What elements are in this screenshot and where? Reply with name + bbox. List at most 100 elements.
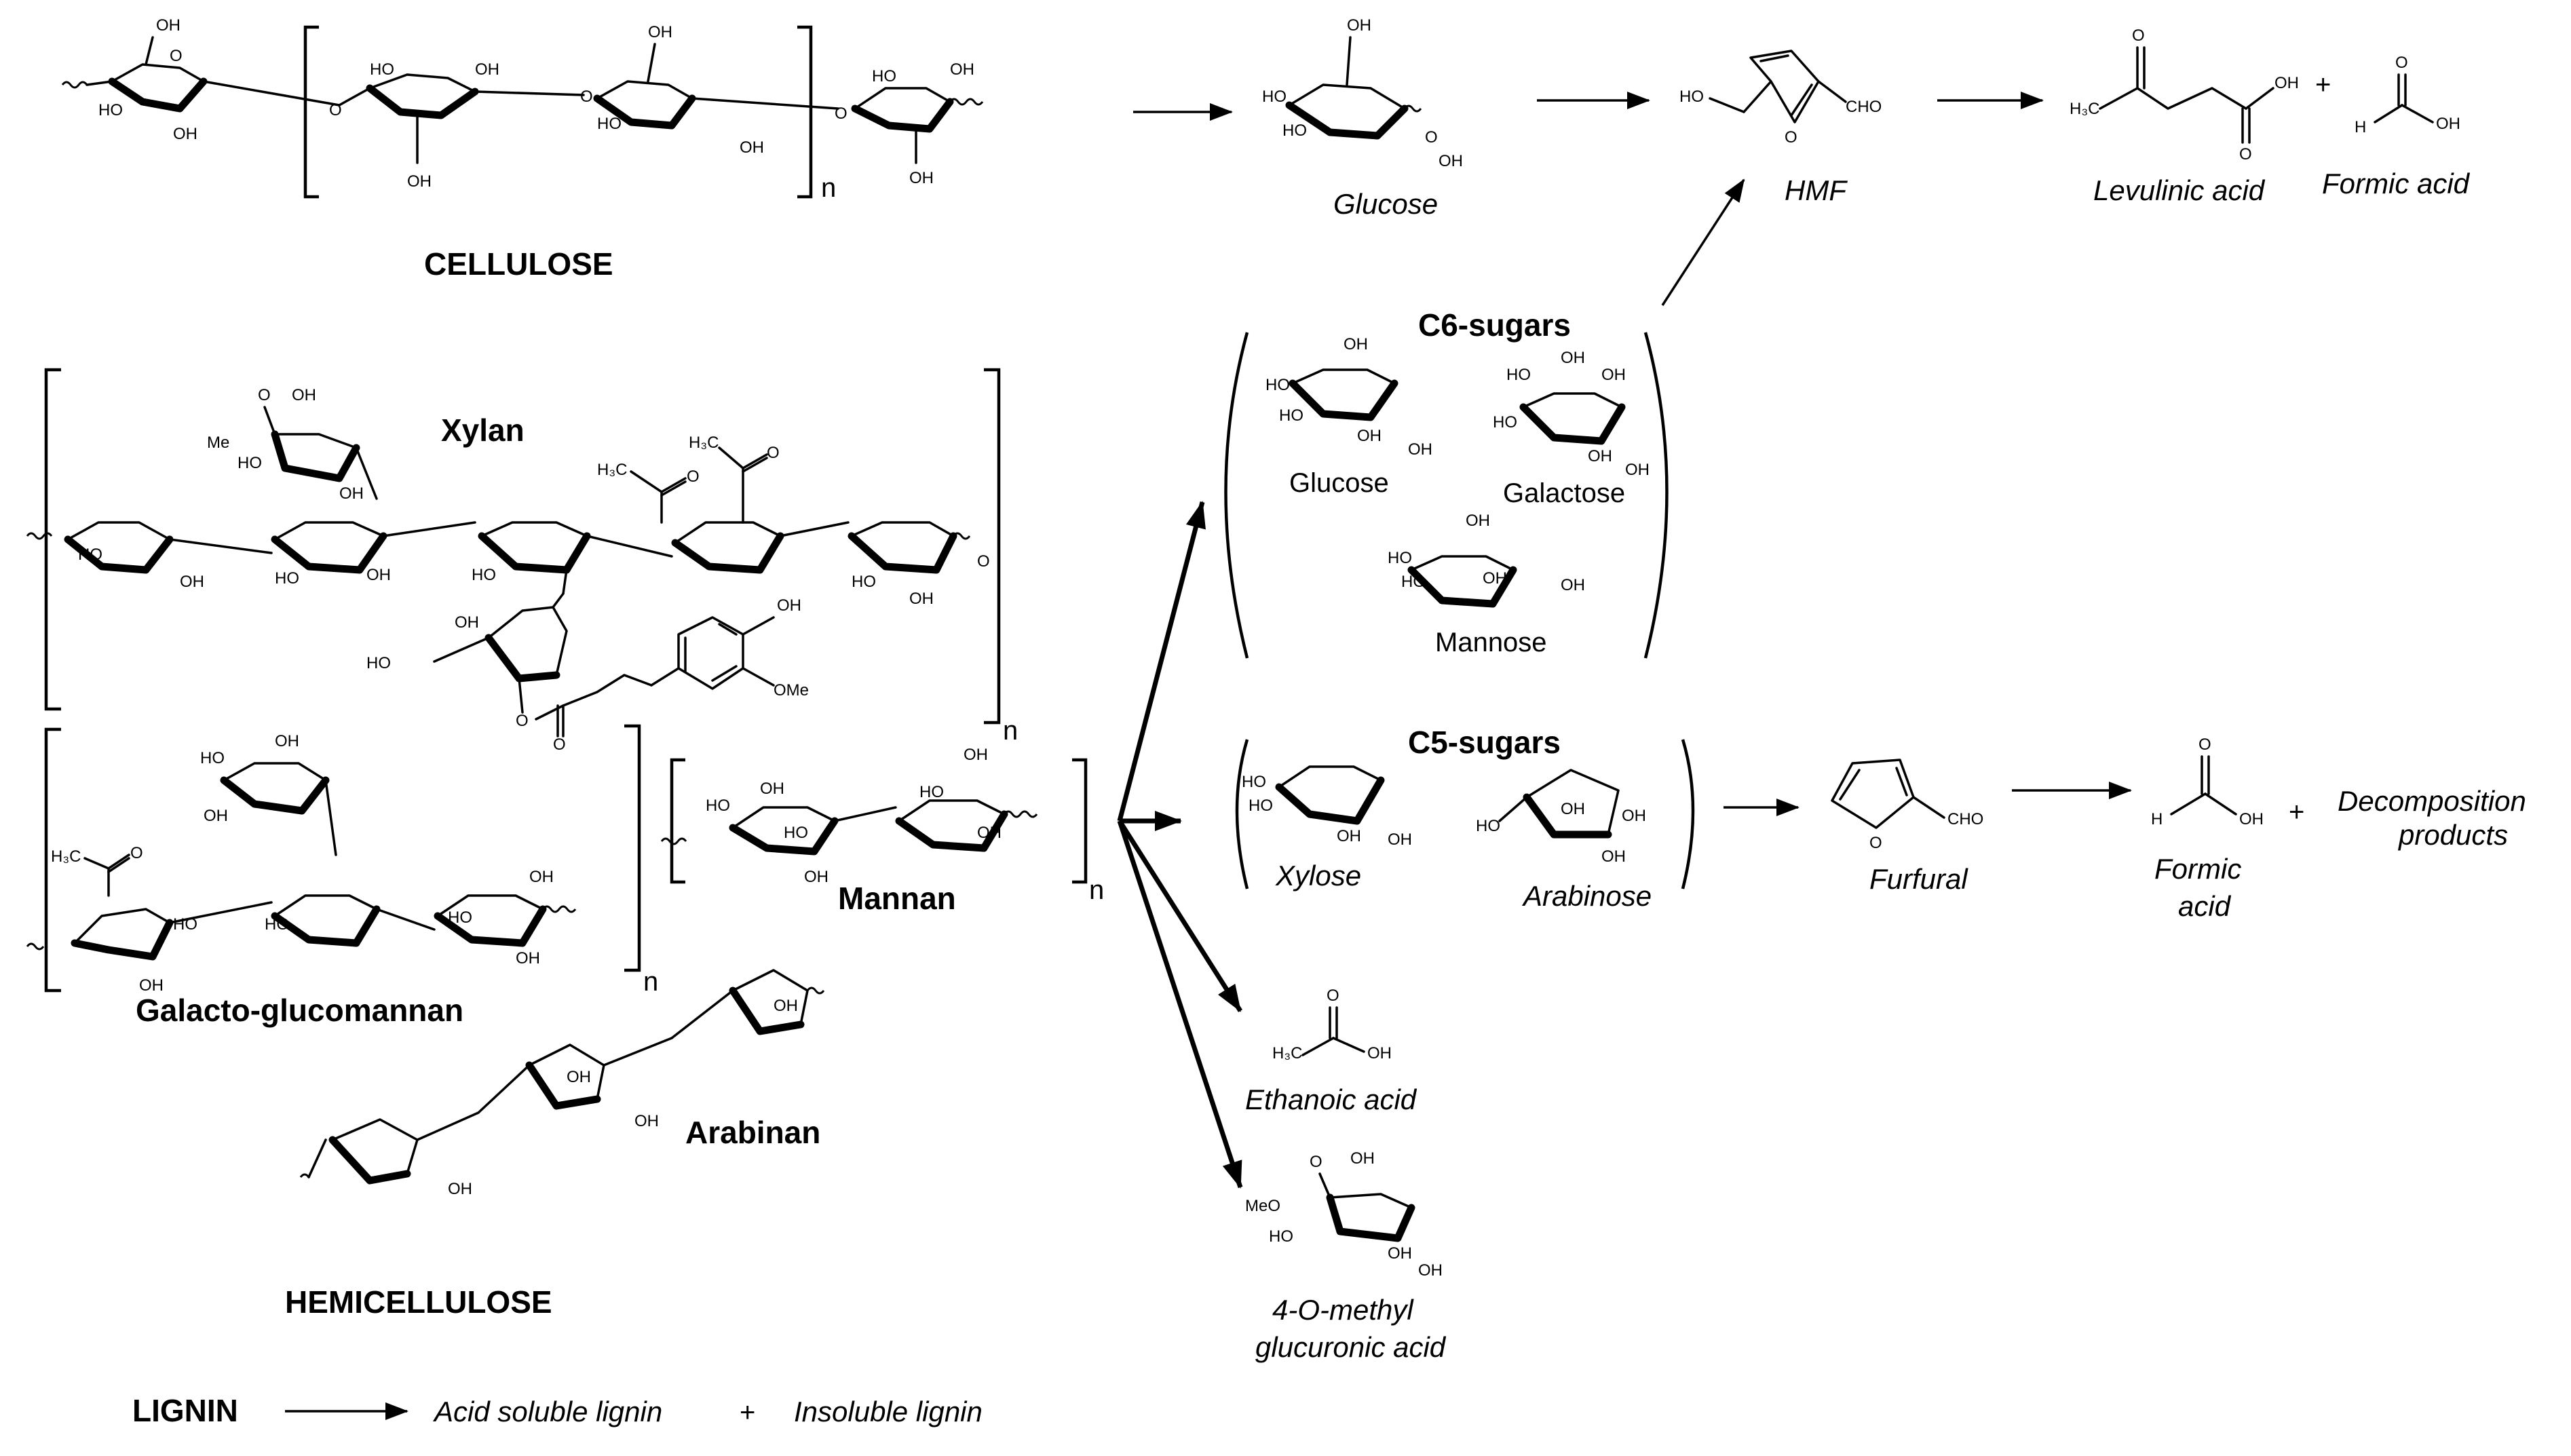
- bond-line: [1118, 820, 1242, 1012]
- glucuronic-atom: OH: [1350, 1149, 1375, 1168]
- bond-line: [477, 1064, 531, 1114]
- bond-line: [854, 87, 951, 110]
- c6-atom: HO: [1388, 549, 1412, 567]
- bond-line: [1117, 820, 1243, 1189]
- cellulose-atom: OH: [648, 23, 672, 41]
- bond-line: [1275, 776, 1385, 825]
- ggm-atom: HO: [265, 915, 289, 934]
- bond-line: [729, 986, 805, 1035]
- bond-line: [107, 854, 130, 870]
- bond-line: [220, 776, 330, 815]
- ggm-atom: OH: [139, 976, 164, 995]
- galactoglucomannan-structure: n OH HO OH H₃C O OH HO HO OH HO OH Galac…: [26, 724, 658, 1028]
- bond-line: [26, 532, 53, 540]
- bond-line: [541, 905, 577, 913]
- bond-line: [433, 636, 490, 663]
- hemicellulose-label: HEMICELLULOSE: [285, 1284, 552, 1320]
- xylan-atom: OH: [366, 566, 391, 584]
- bond-line: [1291, 368, 1396, 385]
- bond-line: [416, 1111, 480, 1141]
- bond-line: [742, 453, 768, 470]
- xylan-atom: O: [553, 735, 566, 754]
- glucose-product-label: Glucose: [1333, 188, 1438, 220]
- c6-sugars-group: C6-sugars OH HO HO OH OH Glucose OH HO O…: [1224, 178, 1745, 659]
- bond-line: [1072, 758, 1088, 884]
- bond-line: [434, 905, 547, 947]
- bond-line: [851, 98, 954, 133]
- xylan-atom: HO: [237, 454, 262, 472]
- formic-atom: O: [2395, 54, 2408, 72]
- levulinic-atom: O: [2239, 145, 2252, 164]
- bond-line: [1224, 332, 1249, 659]
- ethanoic-label: Ethanoic acid: [1245, 1084, 1417, 1115]
- c5-atom: OH: [1388, 830, 1412, 849]
- levulinic-atom: H₃C: [2070, 100, 2099, 118]
- xylan-atom: Me: [207, 434, 229, 452]
- bond-line: [271, 430, 360, 482]
- levulinic-structure: H₃C O OH O Levulinic acid: [2070, 26, 2299, 206]
- c6-atom: OH: [1561, 576, 1585, 594]
- c5-atom: OH: [1561, 800, 1585, 818]
- bond-line: [1407, 566, 1517, 608]
- arabinan-atom: OH: [567, 1068, 591, 1086]
- bond-line: [168, 538, 273, 554]
- bond-line: [1519, 403, 1626, 445]
- cellulose-structure: O OH HO OH O HO OH OH O OH HO OH n O HO: [61, 16, 984, 282]
- arabinan-atom: OH: [634, 1112, 659, 1130]
- ethanoic-acid-structure: O H₃C OH Ethanoic acid: [1245, 986, 1417, 1115]
- cellulose-atom: HO: [98, 101, 123, 119]
- glucuronic-atom: OH: [1388, 1244, 1412, 1263]
- bond-line: [273, 894, 378, 917]
- c6-atom: OH: [1344, 335, 1368, 353]
- bond-line: [474, 90, 585, 96]
- bond-line: [806, 986, 825, 995]
- bond-line: [742, 667, 775, 687]
- c6-atom: OH: [1588, 447, 1612, 465]
- glucose-atom: OH: [1347, 16, 1371, 35]
- ggm-label: Galacto-glucomannan: [136, 993, 463, 1028]
- bond-line: [1742, 80, 1772, 113]
- bond-line: [2401, 104, 2434, 123]
- glucuronic-atom: HO: [1269, 1227, 1293, 1246]
- bond-line: [355, 446, 378, 500]
- bond-line: [833, 806, 897, 822]
- cellulose-atom: HO: [872, 67, 896, 85]
- bond-line: [368, 73, 476, 93]
- xylan-label: Xylan: [441, 413, 525, 448]
- bond-line: [111, 63, 205, 83]
- lignin-plus: +: [740, 1398, 755, 1428]
- bond-line: [562, 569, 568, 595]
- mannan-atom: HO: [706, 797, 730, 815]
- bond-line: [71, 919, 174, 961]
- bond-line: [478, 532, 591, 574]
- bond-line: [26, 942, 45, 951]
- xylan-atom: O: [516, 712, 529, 730]
- cellulose-atom: OH: [950, 60, 974, 79]
- c6-heading: C6-sugars: [1418, 307, 1571, 343]
- bond-line: [1332, 1037, 1365, 1053]
- cellulose-atom: OH: [156, 16, 180, 35]
- bond-line: [650, 616, 744, 690]
- ggm-atom: HO: [448, 908, 472, 927]
- c6-atom: HO: [1506, 366, 1531, 384]
- formic-atom: H: [2355, 118, 2366, 136]
- c6-atom: OH: [1483, 569, 1507, 588]
- cellulose-atom: OH: [475, 60, 499, 79]
- ggm-atom: OH: [516, 949, 540, 968]
- xylan-atom: H₃C: [597, 461, 627, 479]
- bond-line: [1709, 97, 1745, 113]
- bond-line: [1831, 759, 1915, 829]
- bond-line: [2170, 792, 2207, 816]
- bond-line: [742, 457, 768, 473]
- cellulose-atom: O: [835, 104, 848, 123]
- bond-line: [660, 837, 687, 845]
- hmf-atom: CHO: [1846, 98, 1882, 116]
- bond-line: [271, 532, 387, 574]
- glucose-atom: O: [1425, 128, 1438, 147]
- mannan-atom: OH: [964, 746, 988, 764]
- glucuronic-acid-structure: O OH MeO HO OH OH 4-O-methyl glucuronic …: [1245, 1149, 1447, 1363]
- bond-line: [593, 94, 696, 130]
- formic-atom: OH: [2239, 810, 2264, 828]
- ggm-atom: OH: [275, 732, 299, 750]
- decomposition-line1: Decomposition: [2338, 785, 2526, 817]
